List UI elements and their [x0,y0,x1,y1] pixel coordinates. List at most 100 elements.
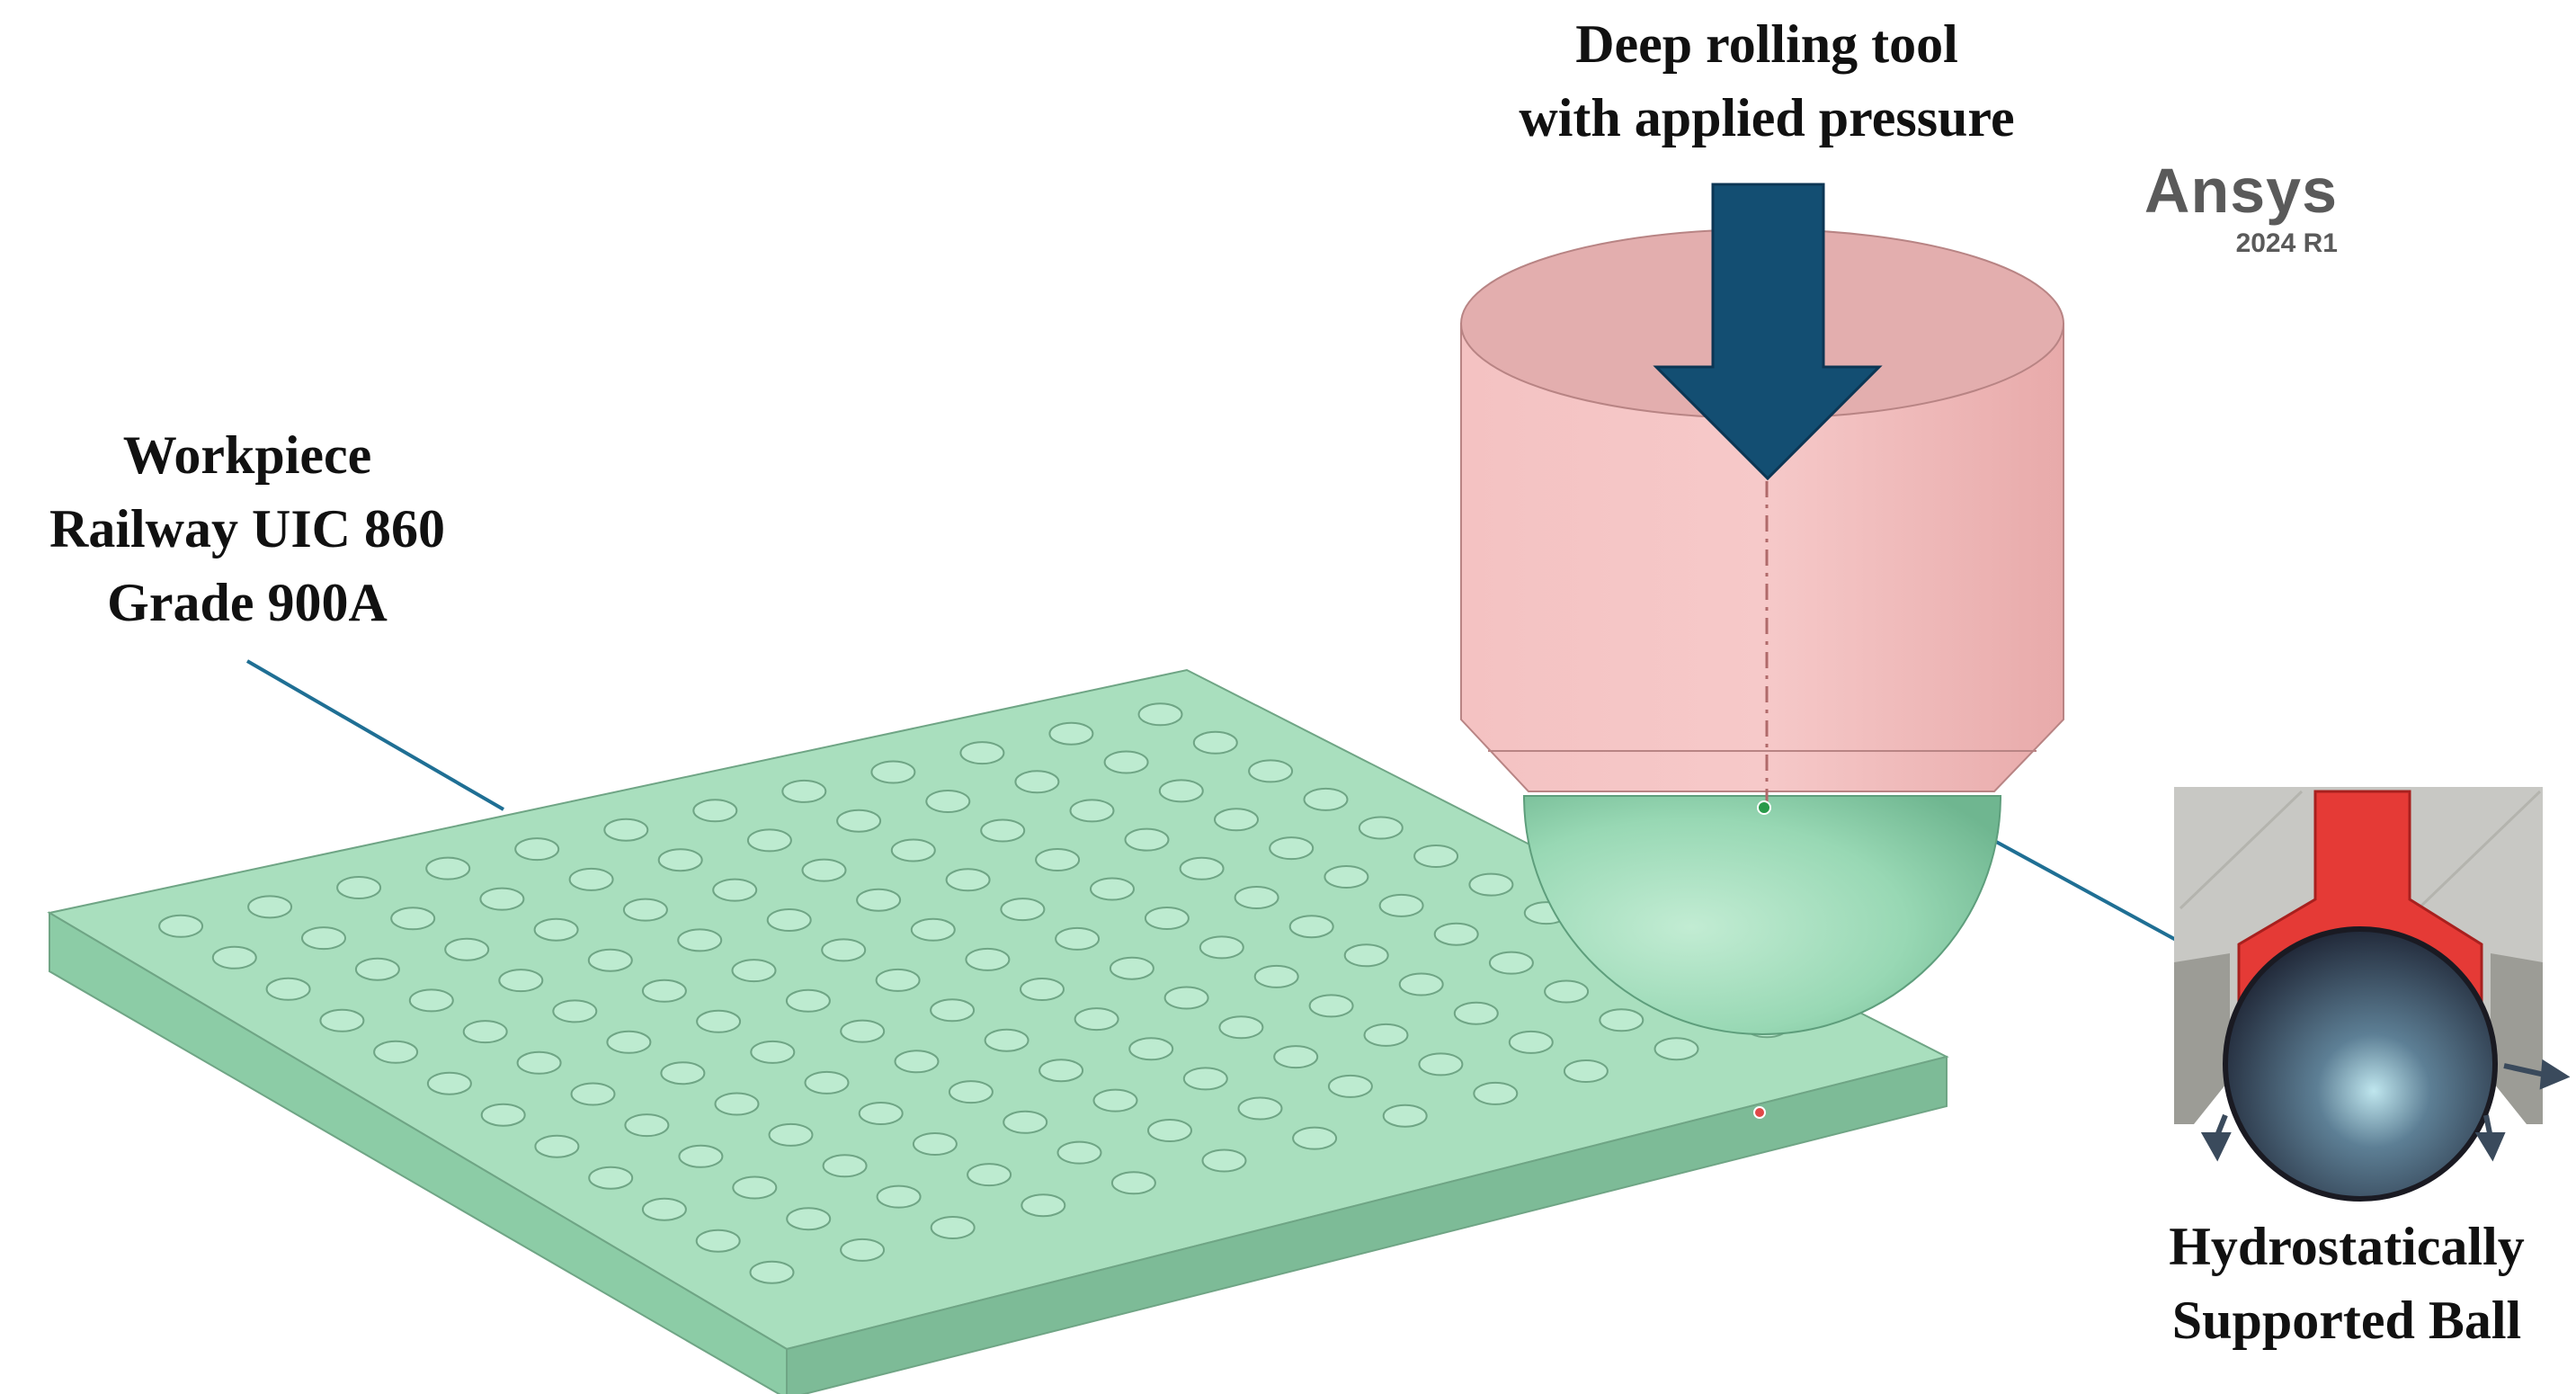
dimple [1363,1023,1409,1047]
dimple [1128,1037,1174,1061]
dimple [696,1009,742,1033]
dimple [840,1238,886,1262]
dimple [534,1134,580,1158]
dimple [1056,1140,1102,1165]
dimple [660,1061,706,1086]
ball-leader-line [1977,830,2177,942]
dimple [1110,1171,1156,1195]
dimple [856,888,902,912]
dimple [1273,1045,1319,1069]
dimple [390,907,436,931]
plate-side-face [786,1055,1948,1394]
dimple [1433,922,1479,946]
dimple [1473,1081,1519,1105]
ansys-logo: Ansys 2024 R1 [2068,157,2338,260]
dimple [587,948,633,972]
dimple [1137,702,1183,727]
dimple [967,1163,1012,1187]
dimple [247,895,293,919]
tool-label-line-2: with applied pressure [1519,88,2015,147]
plate-marker-dot [1753,1106,1766,1119]
dimple [1103,750,1149,774]
dimple [606,1030,652,1054]
dimple [624,1113,670,1138]
dimple [980,818,1026,843]
dimple [1358,816,1404,840]
dimple [444,937,490,961]
dimple [641,978,687,1003]
dimple [1308,994,1354,1018]
dimple [1199,935,1244,960]
dimple [840,1019,886,1043]
dimple [1214,808,1259,832]
workpiece-label-line-3: Grade 900A [107,573,388,632]
dimple [1378,893,1424,917]
ball-label-line-2: Supported Ball [2171,1291,2522,1350]
dimple [1179,856,1225,880]
dimple [336,876,382,899]
dimple [1327,1074,1373,1098]
dimple [1144,907,1190,930]
dimple [1124,827,1170,852]
dimple [158,914,204,938]
dimple [1382,1104,1428,1128]
dimple [678,1144,724,1168]
dimple [785,988,831,1013]
dimple [1182,1067,1228,1091]
dimple [301,926,346,951]
dimple [1069,799,1115,823]
dimple [712,878,758,902]
dimple [695,1229,741,1253]
dimple [1237,1096,1283,1121]
dimple [801,858,847,882]
workpiece-plate [47,668,1949,1394]
dimple [1035,848,1081,871]
dimple [1038,1059,1084,1083]
dimple [1292,1126,1338,1150]
dimple [984,1028,1030,1052]
dimple [1092,1088,1138,1113]
dimple [875,968,921,992]
dimple [1109,956,1154,980]
rolled-dimples [158,702,1790,1284]
dimple [1324,865,1369,889]
dimple [1398,972,1444,996]
dimple [1234,886,1279,909]
logo-version: 2024 R1 [2235,228,2338,258]
dimple [749,1260,795,1284]
dimple [786,1207,832,1231]
ball-label-line-1: Hydrostatically [2169,1217,2525,1276]
workpiece-label-line-1: Workpiece [122,425,372,485]
dimple [425,856,471,880]
dimple [657,848,703,872]
dimple [1544,979,1590,1004]
dimple [1163,986,1209,1010]
dimple [1090,877,1135,901]
dimple [732,1175,778,1200]
dimple [588,1166,634,1190]
dimple [1048,721,1094,746]
dimple [1074,1007,1119,1032]
dimple [1003,1110,1048,1134]
dimple [1288,915,1334,939]
dimple [373,1040,419,1064]
dimple [641,1197,687,1221]
dimple [714,1092,760,1116]
dimple [462,1020,508,1044]
dimple [1453,1001,1499,1025]
dimple [1014,770,1060,794]
dimple [1468,872,1514,897]
dimple [1488,951,1534,975]
dimple [408,988,454,1013]
dimple [912,1132,958,1156]
dimple [516,1050,562,1075]
ball-label: Hydrostatically Supported Ball [2122,1210,2572,1357]
dimple [1021,1193,1066,1218]
dimple [804,1070,850,1095]
inset-ball [2223,926,2498,1202]
dimple [870,760,916,784]
dimple [533,917,579,942]
dimple [894,1050,940,1074]
inset-housing-right [2491,953,2543,1124]
